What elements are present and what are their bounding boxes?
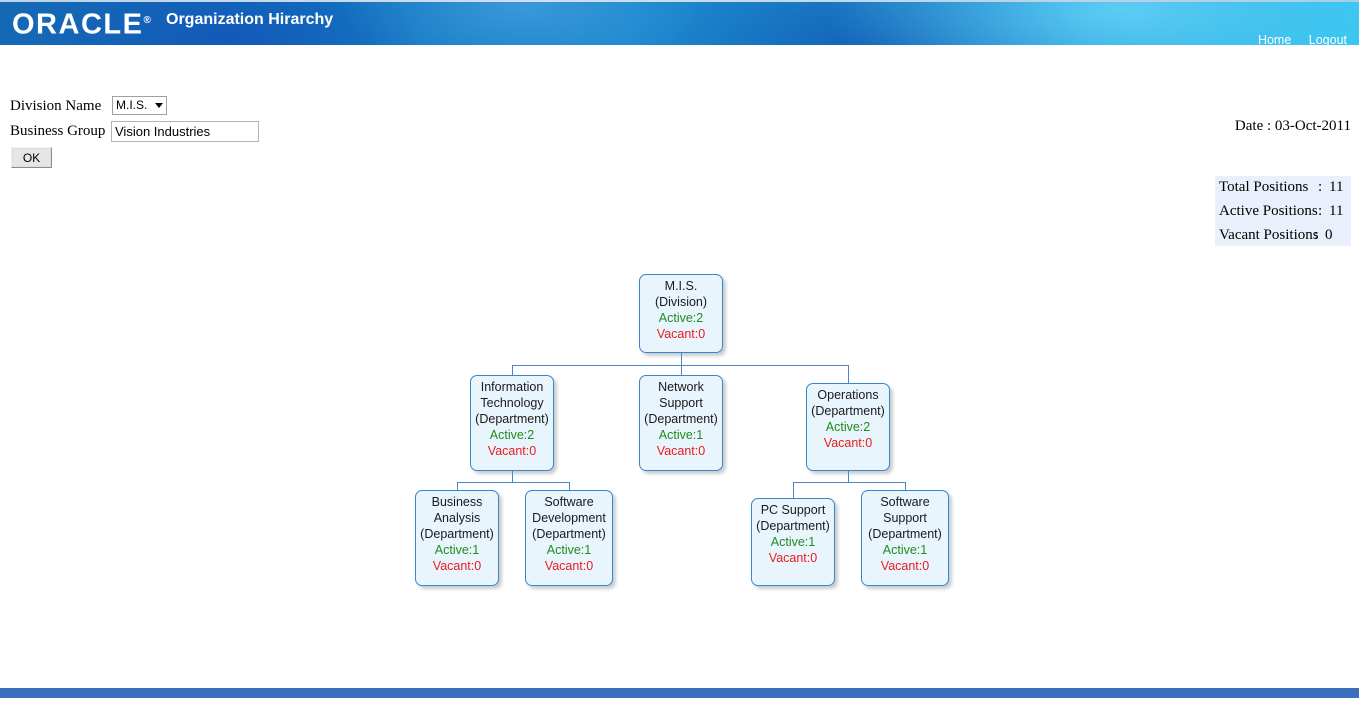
org-node-active: Active:1 [546, 543, 592, 557]
current-date-label: Date : 03-Oct-2011 [1234, 118, 1351, 134]
ok-button[interactable]: OK [11, 147, 52, 168]
business-group-input[interactable] [111, 121, 259, 142]
org-node-type: (Department) [420, 527, 494, 541]
app-header: ORACLE® Organization Hirarchy Home Logou… [0, 0, 1359, 45]
total-positions-label: Total Positions [1219, 179, 1309, 195]
org-node-active: Active:2 [825, 420, 871, 434]
connector-it-stem [512, 471, 513, 482]
active-positions-separator: : [1318, 203, 1323, 219]
org-node-active: Active:1 [658, 428, 704, 442]
org-node-software-development[interactable]: Software Development (Department) Active:1… [525, 490, 613, 586]
header-top-divider [0, 0, 1359, 2]
connector-level2a-bus [457, 482, 569, 483]
connector-level1-bus [512, 365, 849, 366]
position-summary-panel: Total Positions : 11 Active Positions : … [1215, 176, 1351, 246]
vacant-positions-separator: : [1314, 227, 1319, 243]
org-node-information-technology[interactable]: Information Technology (Department) Active… [470, 375, 554, 471]
org-node-vacant: Vacant:0 [656, 444, 706, 458]
org-node-type: (Department) [475, 412, 549, 426]
connector-ops-stem [848, 471, 849, 482]
connector-drop-operations [848, 365, 849, 383]
nav-link-logout[interactable]: Logout [1308, 33, 1347, 45]
division-name-label: Division Name [10, 98, 102, 114]
org-node-vacant: Vacant:0 [487, 444, 537, 458]
division-name-select[interactable]: M.I.S. [112, 96, 167, 115]
org-node-active: Active:2 [658, 311, 704, 325]
org-node-vacant: Vacant:0 [880, 559, 930, 573]
active-positions-label: Active Positions [1219, 203, 1318, 219]
org-node-active: Active:1 [434, 543, 480, 557]
vacant-positions-value: 0 [1325, 227, 1333, 243]
org-node-type: (Department) [644, 412, 718, 426]
connector-drop-softsupport [905, 482, 906, 490]
org-node-active: Active:1 [882, 543, 928, 557]
org-node-type: (Department) [811, 404, 885, 418]
org-node-name: Operations [817, 388, 879, 402]
org-node-type: (Department) [756, 519, 830, 533]
org-node-name: Network Support [658, 380, 704, 410]
org-node-name: PC Support [760, 503, 826, 517]
total-positions-value: 11 [1329, 179, 1344, 195]
active-positions-value: 11 [1329, 203, 1344, 219]
connector-drop-it [512, 365, 513, 375]
oracle-logo-text: ORACLE [12, 8, 144, 41]
org-node-name: Software Development [532, 495, 606, 525]
connector-drop-pcsupport [793, 482, 794, 498]
connector-root-stem [681, 353, 682, 365]
connector-drop-softdev [569, 482, 570, 490]
vacant-positions-label: Vacant Positions [1219, 227, 1319, 243]
active-positions-row: Active Positions : 11 [1219, 203, 1351, 220]
org-node-type: (Department) [532, 527, 606, 541]
org-node-active: Active:2 [489, 428, 535, 442]
org-node-vacant: Vacant:0 [768, 551, 818, 565]
org-node-vacant: Vacant:0 [544, 559, 594, 573]
connector-level2b-bus [793, 482, 905, 483]
connector-drop-network [681, 365, 682, 375]
org-node-active: Active:1 [770, 535, 816, 549]
org-node-name: Software Support [880, 495, 930, 525]
vacant-positions-row: Vacant Positions : 0 [1219, 227, 1351, 244]
total-positions-separator: : [1318, 179, 1323, 195]
footer-bar [0, 688, 1359, 698]
registered-trademark-icon: ® [143, 15, 151, 26]
business-group-label: Business Group [10, 123, 106, 139]
org-node-vacant: Vacant:0 [656, 327, 706, 341]
oracle-logo: ORACLE® [12, 6, 151, 40]
org-node-vacant: Vacant:0 [823, 436, 873, 450]
org-node-type: (Department) [868, 527, 942, 541]
org-node-name: Information Technology [480, 380, 544, 410]
header-nav: Home Logout [1244, 33, 1347, 45]
connector-drop-business [457, 482, 458, 490]
total-positions-row: Total Positions : 11 [1219, 179, 1351, 196]
org-node-name: M.I.S. [664, 279, 698, 293]
page-title: Organization Hirarchy [166, 11, 334, 28]
nav-link-home[interactable]: Home [1257, 33, 1292, 45]
org-node-vacant: Vacant:0 [432, 559, 482, 573]
org-node-name: Business Analysis [431, 495, 483, 525]
org-node-type: (Division) [654, 295, 708, 309]
